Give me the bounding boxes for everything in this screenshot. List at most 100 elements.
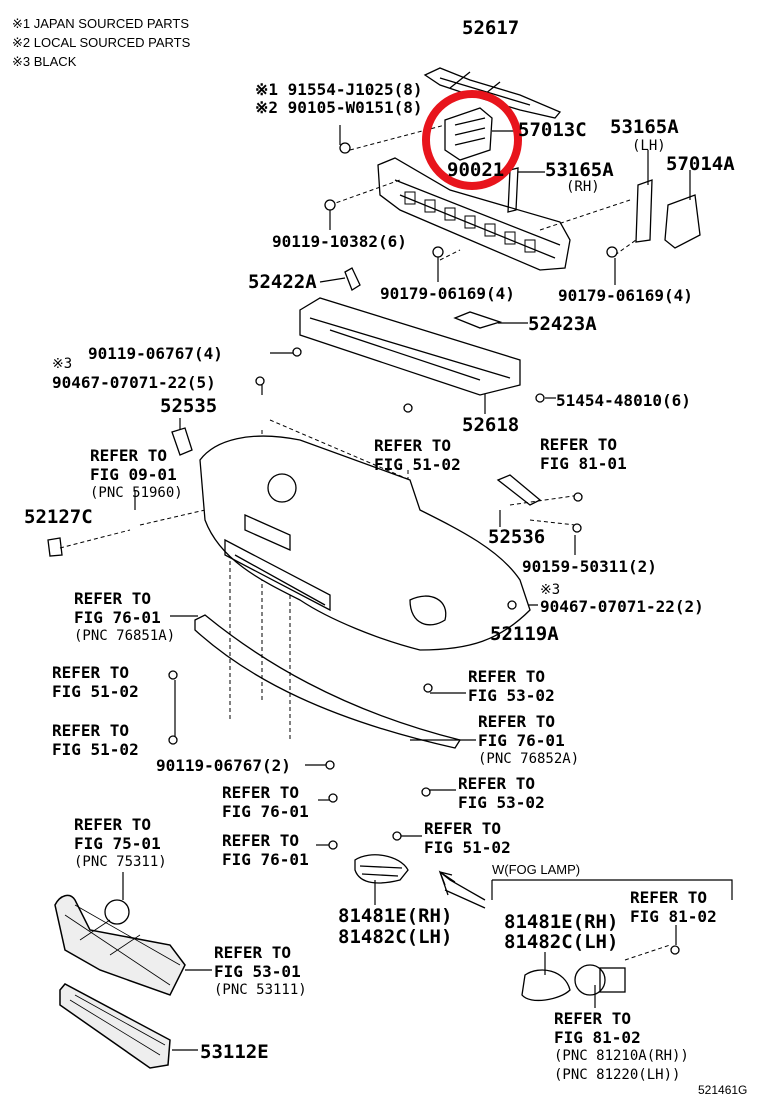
refer-line: FIG 51-02 [424,838,511,857]
label-90119-06767-4: 90119-06767(4) [88,344,223,363]
part-52617-reinforcement [423,67,562,119]
label-81481E-a: 81481E(RH) [338,905,453,927]
part-52119A-bumper-cover [199,435,531,651]
label-90119-10382: 90119-10382(6) [272,232,407,251]
part-52422A [344,267,361,291]
refer-line: FIG 51-02 [374,455,461,474]
refer-line: FIG 81-01 [540,454,627,473]
label-53165A-lh: 53165A [610,116,679,138]
refer-line: FIG 53-02 [458,793,545,812]
refer-line: REFER TO [374,436,452,455]
part-fog-lamp [574,964,606,996]
refer-pnc: (PNC 75311) [74,854,167,870]
label-57013C: 57013C [518,119,587,141]
refer-line: REFER TO [222,831,300,850]
refer-pnc: (PNC 51960) [90,485,183,501]
refer-line: FIG 53-02 [468,686,555,705]
note-3: ※3 BLACK [12,54,77,69]
refer-line: FIG 51-02 [52,740,139,759]
part-grille-upper [54,894,186,996]
refer-line: FIG 76-01 [478,731,565,750]
part-fog-cover-2 [521,969,571,1002]
part-53165A-rh [507,167,519,213]
label-57014A: 57014A [666,153,735,175]
note-2: ※2 LOCAL SOURCED PARTS [12,35,191,50]
part-81481E-fog-cover [354,854,409,884]
refer-line: FIG 76-01 [222,802,309,821]
refer-line: FIG 76-01 [74,608,161,627]
label-90021: 90021 [447,159,505,181]
refer-line: FIG 76-01 [222,850,309,869]
label-lh: (LH) [632,138,666,154]
refer-pnc: (PNC 76852A) [478,751,580,767]
label-mark3-b: ※3 [540,582,561,598]
label-52119A: 52119A [490,623,559,645]
refer-line: REFER TO [540,435,618,454]
part-52618-under-cover [299,297,521,396]
refer-line: REFER TO [74,589,152,608]
label-mark3-a: ※3 [52,356,73,372]
label-90159: 90159-50311(2) [522,557,657,576]
note-1: ※1 JAPAN SOURCED PARTS [12,16,190,31]
label-fog-lamp: W(FOG LAMP) [492,862,581,877]
figure-id: 521461G [698,1083,748,1097]
label-90467-5: 90467-07071-22(5) [52,373,216,392]
label-81482C-b: 81482C(LH) [504,931,619,953]
part-bumper-reinforcement [377,157,571,271]
refer-line: FIG 53-01 [214,962,301,981]
label-52423A: 52423A [528,313,597,335]
label-81481E-b: 81481E(RH) [504,911,619,933]
refer-pnc: (PNC 81210A(RH)) [554,1048,689,1064]
refer-pnc: (PNC 76851A) [74,628,176,644]
refer-pnc: (PNC 81220(LH)) [554,1067,681,1083]
refer-line: REFER TO [52,721,130,740]
refer-line: REFER TO [214,943,292,962]
refer-pnc: (PNC 53111) [214,982,307,998]
refer-line: REFER TO [222,783,300,802]
refer-line: FIG 75-01 [74,834,161,853]
part-57014A [664,194,701,249]
label-90119-06767-2: 90119-06767(2) [156,756,291,775]
refer-line: FIG 09-01 [90,465,177,484]
refer-line: FIG 51-02 [52,682,139,701]
refer-line: FIG 81-02 [554,1028,641,1047]
label-52535: 52535 [160,395,218,417]
refer-line: REFER TO [424,819,502,838]
label-51454: 51454-48010(6) [556,391,691,410]
highlight-circle [422,90,522,190]
label-90179-b: 90179-06169(4) [558,286,693,305]
part-53112E-grille-lower [59,983,171,1069]
bolts [168,142,618,850]
refer-line: REFER TO [468,667,546,686]
label-52536: 52536 [488,526,546,548]
refer-line: REFER TO [52,663,130,682]
label-53165A-rh: 53165A [545,159,614,181]
part-53165A-lh [635,179,653,243]
refer-line: REFER TO [74,815,152,834]
label-90105: ※2 90105-W0151(8) [255,98,423,117]
part-52536 [496,474,542,506]
label-90467-2: 90467-07071-22(2) [540,597,704,616]
label-52422A: 52422A [248,271,317,293]
refer-line: REFER TO [458,774,536,793]
part-lower-spoiler [194,614,462,749]
label-53112E: 53112E [200,1041,269,1063]
part-52127C [47,537,63,557]
reinforcement-holes [404,191,536,253]
